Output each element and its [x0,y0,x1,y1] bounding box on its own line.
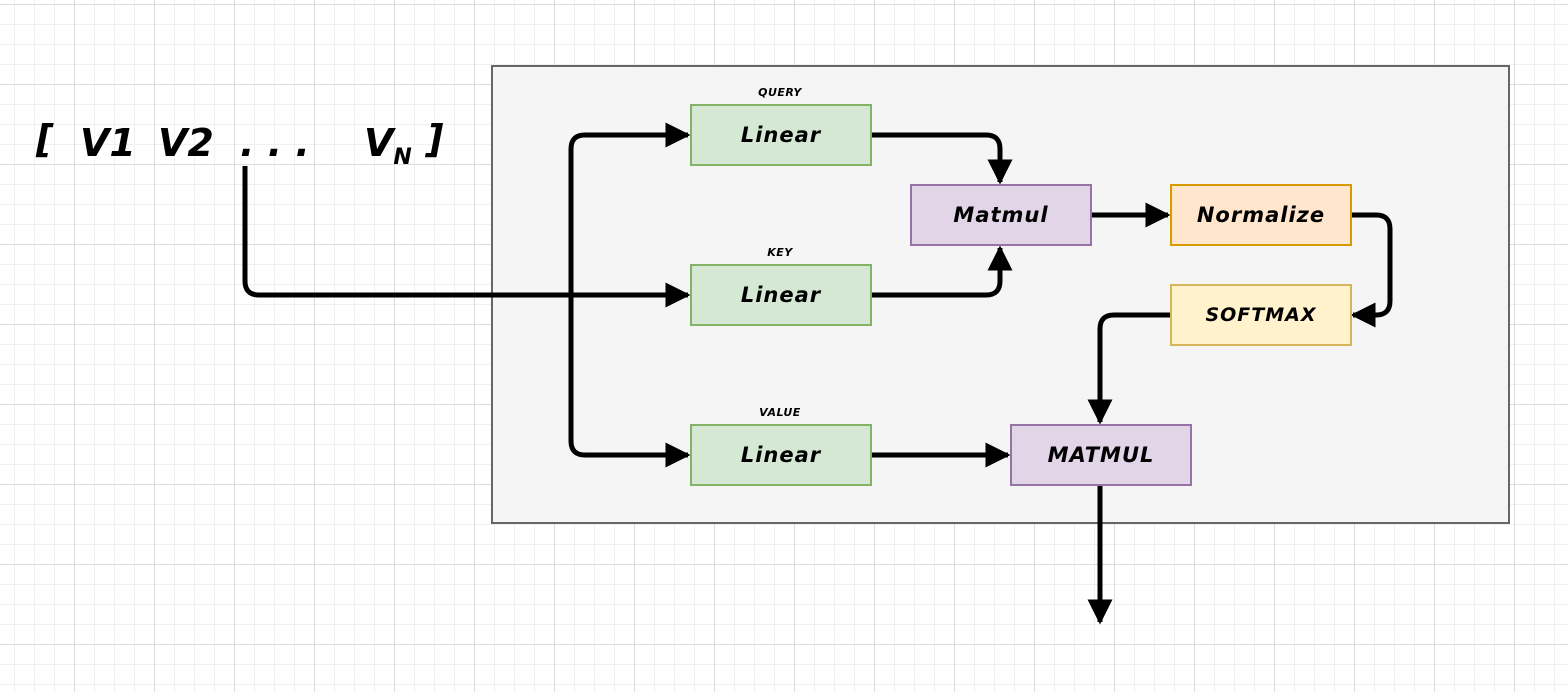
sequence-ellipsis: . . . [240,121,310,165]
value-label: VALUE [759,406,801,419]
softmax-box[interactable]: SOFTMAX [1170,284,1352,346]
sequence-item-v1: V1 [80,121,136,165]
input-wire [242,166,571,298]
sequence-close-bracket: ] [426,117,444,161]
matmul-v-label: MATMUL [1047,443,1155,467]
wire-to-query-linear [568,122,691,295]
sequence-item-v2: V2 [158,121,214,165]
sequence-open-bracket: [ [36,117,54,161]
normalize-box[interactable]: Normalize [1170,184,1352,246]
query-label: QUERY [758,86,802,99]
linear-value-box[interactable]: Linear [690,424,872,486]
matmul-v-box[interactable]: MATMUL [1010,424,1192,486]
wire-to-value-linear [568,295,691,468]
linear-key-label: Linear [740,283,822,307]
linear-query-box[interactable]: Linear [690,104,872,166]
key-label: KEY [767,246,793,259]
normalize-label: Normalize [1196,203,1326,227]
wire-normalize-to-softmax [1350,212,1393,328]
wire-query-to-matmul [872,132,1013,185]
linear-key-box[interactable]: Linear [690,264,872,326]
sequence-item-vn-subscript: N [393,145,412,170]
sequence-item-vn-base: V [364,121,394,165]
linear-query-label: Linear [740,123,822,147]
wire-key-to-matmul [872,245,1013,298]
matmul-qk-box[interactable]: Matmul [910,184,1092,246]
sequence-item-vn: VN [364,121,412,169]
softmax-label: SOFTMAX [1205,304,1317,326]
matmul-qk-label: Matmul [953,203,1049,227]
wire-softmax-to-matmul [1087,312,1170,425]
linear-value-label: Linear [740,443,822,467]
